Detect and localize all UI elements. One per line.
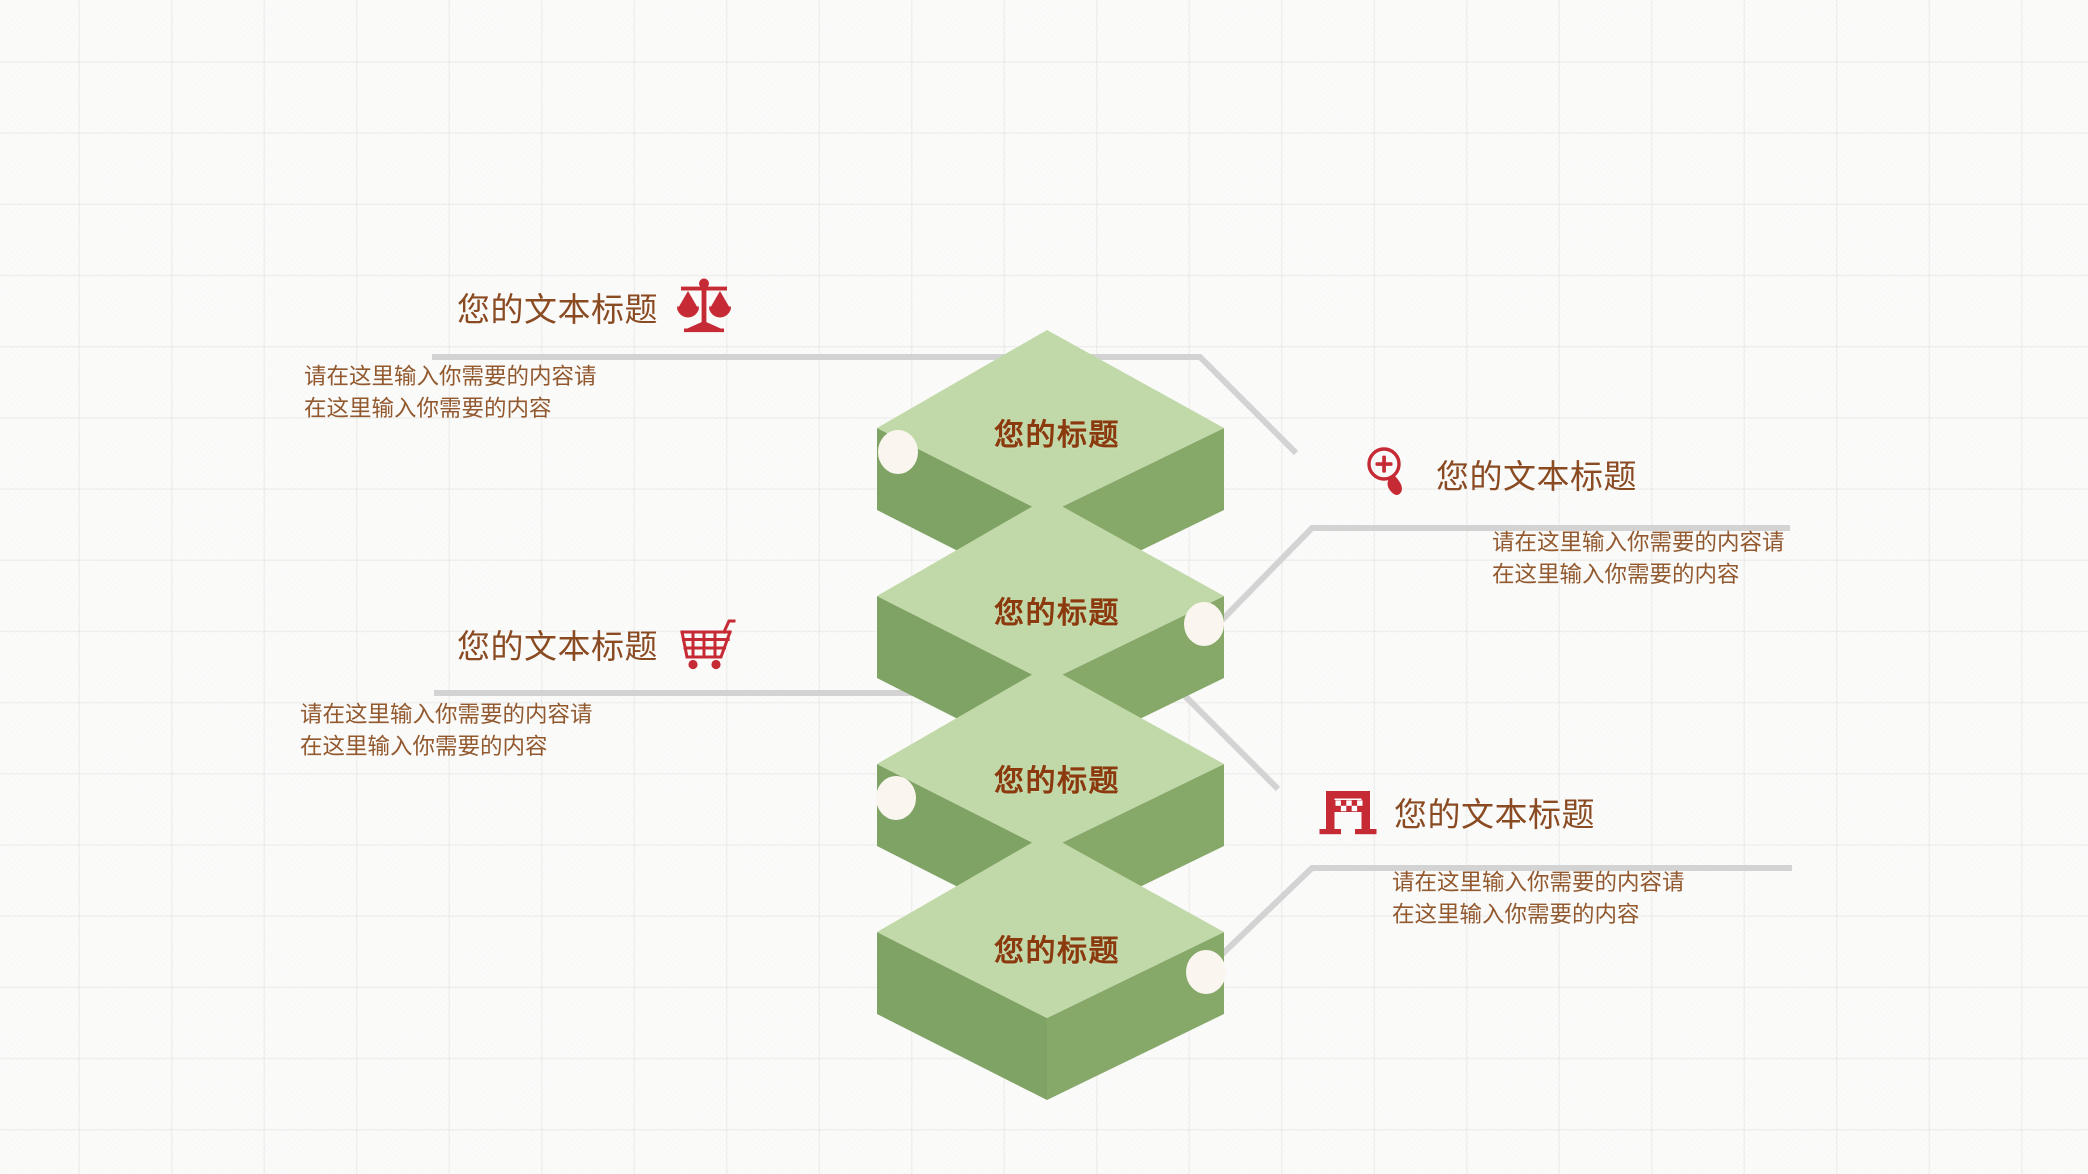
connector-dot-1	[878, 430, 918, 474]
block-4-side-right	[1047, 932, 1224, 1100]
block-1-top	[877, 330, 1224, 514]
callout-upper-right-title: 您的文本标题	[1436, 457, 1637, 496]
block-2-top	[877, 498, 1224, 682]
callout-upper-right-header: 您的文本标题	[1358, 442, 2018, 506]
block-4-side-left	[877, 932, 1047, 1100]
callout-upper-right-body: 请在这里输入你需要的内容请在这里输入你需要的内容	[1492, 530, 1785, 588]
callout-bottom-right[interactable]: 您的文本标题 请在这里输入你需要的内容请在这里输入你需要的内容	[1316, 780, 2016, 932]
shopping-cart-icon	[680, 619, 736, 670]
connector-line-4	[1211, 865, 1792, 965]
connector-dot-4	[1186, 950, 1226, 994]
callout-top-left[interactable]: 您的文本标题 请在这里输入你需要的内容请在这里输入你需要的内容	[128, 275, 736, 426]
callout-bottom-right-body: 请在这里输入你需要的内容请在这里输入你需要的内容	[1392, 870, 1685, 928]
connector-dot-2	[1184, 602, 1224, 646]
block-1-label: 您的标题	[994, 418, 1120, 453]
balance-scale-icon	[677, 278, 731, 333]
block-2-label: 您的标题	[994, 596, 1120, 631]
callout-top-left-header: 您的文本标题	[128, 275, 736, 339]
callout-lower-left-body: 请在这里输入你需要的内容请在这里输入你需要的内容	[300, 702, 593, 760]
callout-upper-right[interactable]: 您的文本标题 请在这里输入你需要的内容请在这里输入你需要的内容	[1358, 442, 2018, 592]
connector-line-2	[1215, 525, 1790, 627]
finish-gate-icon	[1319, 791, 1377, 835]
block-4-label: 您的标题	[994, 934, 1120, 969]
block-4-top	[877, 834, 1224, 1018]
callout-lower-left[interactable]: 您的文本标题 请在这里输入你需要的内容请在这里输入你需要的内容	[116, 612, 736, 764]
magnifier-plus-icon	[1367, 447, 1402, 495]
callout-bottom-right-header: 您的文本标题	[1316, 780, 2016, 844]
callout-top-left-body: 请在这里输入你需要的内容请在这里输入你需要的内容	[304, 364, 597, 422]
callout-top-left-title: 您的文本标题	[457, 290, 658, 329]
callout-lower-left-title: 您的文本标题	[457, 627, 658, 666]
callout-lower-left-header: 您的文本标题	[116, 612, 736, 676]
block-3-label: 您的标题	[994, 764, 1120, 799]
block-3-top	[877, 666, 1224, 850]
connector-line-1	[432, 354, 1299, 456]
connector-dot-3	[876, 776, 916, 820]
callout-bottom-right-title: 您的文本标题	[1394, 795, 1595, 834]
block-4[interactable]	[877, 834, 1224, 1100]
